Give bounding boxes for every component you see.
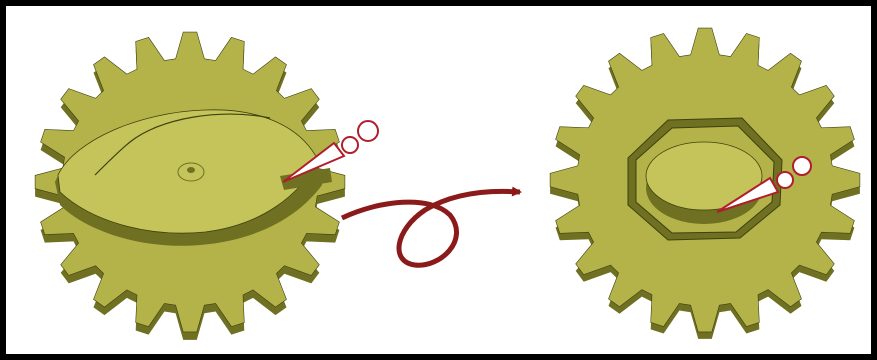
left-gear [35, 32, 345, 340]
pointer-circle-large [793, 157, 811, 175]
right-gear [550, 28, 860, 339]
pointer-circle-large [358, 121, 378, 141]
pointer-circle-small [342, 137, 358, 153]
center-pivot-hole [187, 167, 195, 173]
looped-transition-arrow [342, 191, 520, 265]
pointer-circle-small [777, 172, 793, 188]
